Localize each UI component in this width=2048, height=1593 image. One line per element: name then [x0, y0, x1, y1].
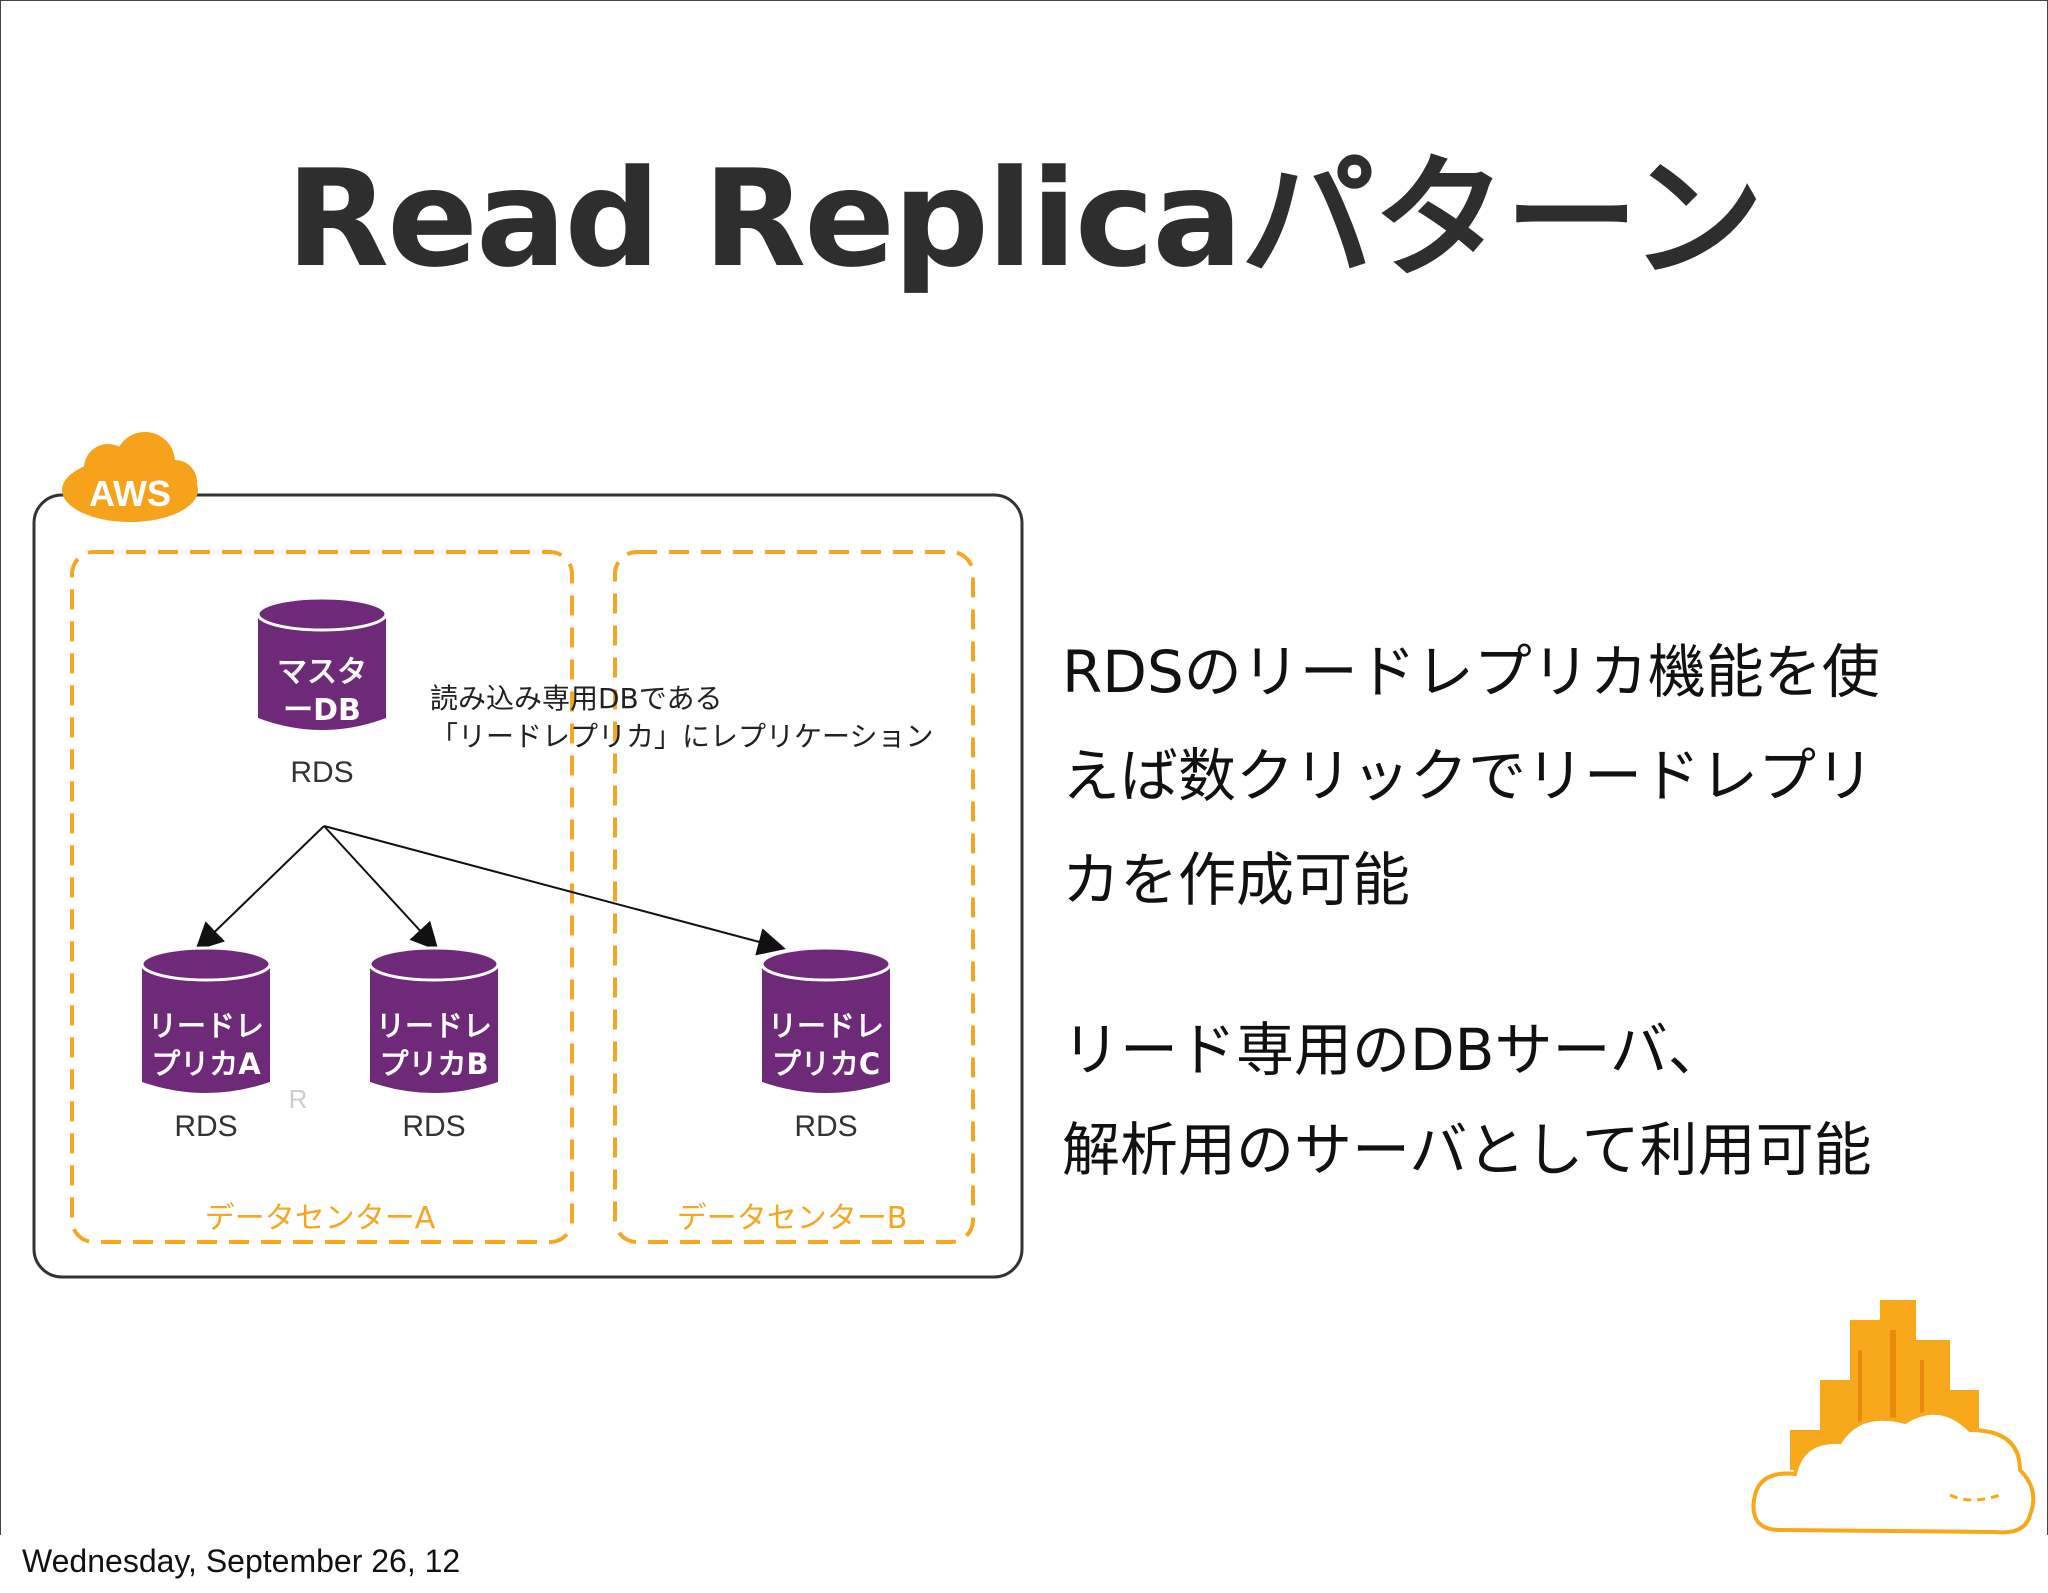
- aws-label: AWS: [89, 473, 171, 514]
- footer-date: Wednesday, September 26, 12: [22, 1543, 461, 1579]
- replica-a-label-1: リードレ: [148, 1009, 264, 1043]
- master-db-icon: マスタ ーDB: [256, 596, 388, 730]
- aws-cloud-icon: AWS: [62, 432, 198, 522]
- replication-arrow-a: [195, 825, 325, 951]
- small-mark: R: [289, 1084, 308, 1114]
- replica-c-db-icon: リードレ プリカC: [760, 946, 892, 1093]
- datacenter-b-label: データセンターB: [677, 1201, 908, 1236]
- replication-arrow-b: [323, 825, 439, 951]
- master-db-label-2: ーDB: [283, 693, 361, 728]
- replica-c-caption: RDS: [794, 1110, 857, 1143]
- aws-cloud-boundary: [32, 493, 1024, 1279]
- replica-c-label-1: リードレ: [768, 1009, 884, 1043]
- slide-title: Read Replicaパターン: [285, 141, 1764, 297]
- replication-annotation-1: 読み込み専用DBである: [430, 682, 723, 715]
- replication-arrow-c: [323, 825, 786, 956]
- replica-b-db-icon: リードレ プリカB: [368, 946, 500, 1093]
- replica-b-caption: RDS: [402, 1110, 465, 1143]
- description-line: リード専用のDBサーバ、: [1062, 1016, 1726, 1084]
- master-db-label-1: マスタ: [277, 655, 367, 690]
- datacenter-a-label: データセンターA: [205, 1201, 436, 1236]
- aws-city-cloud-logo: [1751, 1300, 2036, 1535]
- replica-a-db-icon: リードレ プリカA: [140, 946, 272, 1093]
- description-paragraph-2: リード専用のDBサーバ、 解析用のサーバとして利用可能: [1062, 1000, 1872, 1200]
- description-line: 解析用のサーバとして利用可能: [1062, 1116, 1872, 1184]
- replica-a-caption: RDS: [174, 1110, 237, 1143]
- replication-annotation-2: 「リードレプリカ」にレプリケーション: [430, 720, 933, 753]
- description-line: カを作成可能: [1062, 846, 1411, 914]
- description-paragraph-1: RDSのリードレプリカ機能を使 えば数クリックでリードレプリ カを作成可能: [1062, 620, 1880, 932]
- slide-footer: [0, 1535, 2048, 1593]
- replica-c-label-2: プリカC: [772, 1047, 880, 1081]
- aws-architecture-diagram: AWS データセンターA データセンターB マスタ ーDB RDS 読み込み専用…: [32, 432, 1024, 1279]
- replica-b-label-1: リードレ: [376, 1009, 492, 1043]
- master-db-caption: RDS: [290, 756, 353, 789]
- datacenter-b-zone: [613, 550, 975, 1244]
- replica-a-label-2: プリカA: [151, 1047, 261, 1081]
- description-line: RDSのリードレプリカ機能を使: [1062, 638, 1880, 706]
- datacenter-a-zone: [70, 550, 574, 1244]
- description-line: えば数クリックでリードレプリ: [1062, 742, 1875, 810]
- replica-b-label-2: プリカB: [379, 1047, 488, 1081]
